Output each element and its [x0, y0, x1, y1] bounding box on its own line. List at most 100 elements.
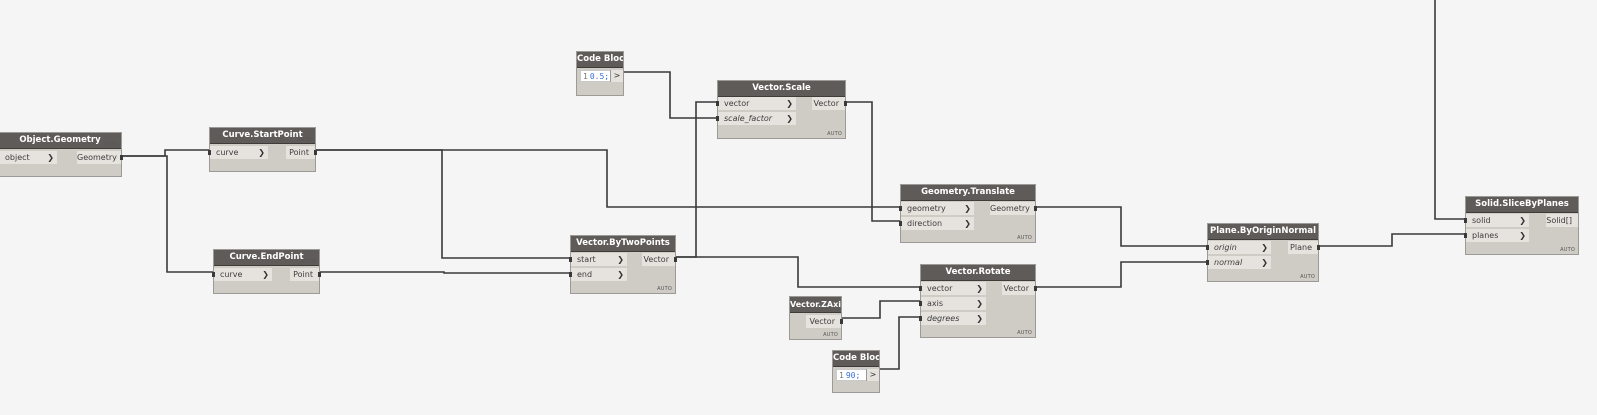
port-connector[interactable] — [1464, 218, 1467, 223]
input-port-origin[interactable]: origin ❯ — [1206, 241, 1271, 254]
input-port-vector[interactable]: vector ❯ — [919, 282, 986, 295]
input-port-normal[interactable]: normal ❯ — [1206, 256, 1271, 269]
output-port-vector[interactable]: Vector — [1002, 282, 1037, 295]
port-label: Vector — [813, 99, 840, 108]
node-solid-slicebyplanes[interactable]: Solid.SliceByPlanes solid ❯ planes ❯ Sol… — [1464, 196, 1579, 255]
port-label: solid — [1472, 216, 1491, 225]
input-port-degrees[interactable]: degrees ❯ — [919, 312, 986, 325]
port-label: geometry — [907, 204, 946, 213]
node-vector-rotate[interactable]: Vector.Rotate vector ❯ axis ❯ degrees ❯ … — [919, 264, 1037, 338]
chevron-right-icon: ❯ — [786, 114, 793, 123]
node-title: Solid.SliceByPlanes — [1466, 197, 1578, 213]
port-connector[interactable] — [840, 319, 843, 324]
node-title: Vector.Rotate — [921, 265, 1035, 281]
input-port-curve[interactable]: curve ❯ — [212, 268, 272, 281]
node-title: Code Block — [577, 52, 623, 68]
code-output-port[interactable]: > — [866, 369, 879, 381]
port-connector[interactable] — [314, 150, 317, 155]
output-port-geometry[interactable]: Geometry — [77, 151, 123, 164]
port-connector[interactable] — [212, 272, 215, 277]
wire-geometry-to-startpoint — [122, 149, 210, 157]
port-connector[interactable] — [844, 101, 847, 106]
node-title: Code Block — [833, 351, 879, 367]
port-connector[interactable] — [674, 257, 677, 262]
node-title: Plane.ByOriginNormal — [1208, 224, 1318, 240]
lacing-label: AUTO — [1560, 247, 1575, 253]
input-port-start[interactable]: start ❯ — [569, 253, 627, 266]
port-label: normal — [1214, 258, 1243, 267]
port-label: Geometry — [990, 204, 1030, 213]
code-text[interactable]: 90; — [845, 371, 861, 380]
output-port-point[interactable]: Point — [286, 146, 317, 159]
lacing-label: AUTO — [823, 332, 838, 338]
input-port-scale-factor[interactable]: scale_factor ❯ — [716, 112, 796, 125]
node-plane-byoriginnormal[interactable]: Plane.ByOriginNormal origin ❯ normal ❯ P… — [1206, 223, 1320, 282]
input-port-object[interactable]: object ❯ — [0, 151, 57, 164]
port-connector[interactable] — [1034, 206, 1037, 211]
input-port-geometry[interactable]: geometry ❯ — [899, 202, 974, 215]
wire-startpoint-to-start — [316, 149, 570, 259]
port-connector[interactable] — [716, 101, 719, 106]
output-port-plane[interactable]: Plane — [1288, 241, 1320, 254]
port-connector[interactable] — [1464, 233, 1467, 238]
input-port-solid[interactable]: solid ❯ — [1464, 214, 1529, 227]
lacing-label: AUTO — [657, 286, 672, 292]
node-vector-scale[interactable]: Vector.Scale vector ❯ scale_factor ❯ Vec… — [716, 80, 847, 139]
wire-top-to-solid — [1434, 0, 1465, 220]
node-code-block[interactable]: Code Block 10.5; > — [576, 51, 624, 96]
port-connector[interactable] — [1317, 245, 1320, 250]
port-label: Vector — [1003, 284, 1030, 293]
port-connector[interactable] — [899, 206, 902, 211]
chevron-right-icon: ❯ — [1519, 231, 1526, 240]
output-port-point[interactable]: Point — [290, 268, 321, 281]
port-connector[interactable] — [569, 257, 572, 262]
port-label: vector — [724, 99, 750, 108]
port-connector[interactable] — [120, 155, 123, 160]
port-connector[interactable] — [569, 272, 572, 277]
lacing-label: AUTO — [301, 259, 316, 265]
line-number: 1 — [583, 72, 588, 81]
port-connector[interactable] — [318, 272, 321, 277]
port-connector[interactable] — [1206, 260, 1209, 265]
code-text[interactable]: 0.5; — [589, 72, 610, 81]
port-connector[interactable] — [1034, 286, 1037, 291]
input-port-end[interactable]: end ❯ — [569, 268, 627, 281]
output-port-vector[interactable]: Vector — [806, 315, 843, 328]
port-connector[interactable] — [919, 316, 922, 321]
node-curve-startpoint[interactable]: Curve.StartPoint curve ❯ Point AUTO — [208, 127, 317, 172]
port-connector[interactable] — [919, 301, 922, 306]
port-label: Vector — [809, 317, 836, 326]
wire-translate-to-origin — [1036, 206, 1207, 247]
port-label: planes — [1472, 231, 1499, 240]
port-label: Plane — [1290, 243, 1312, 252]
node-code-block[interactable]: Code Block 190; > — [832, 350, 880, 393]
output-port-geometry[interactable]: Geometry — [990, 202, 1037, 215]
node-vector-bytwopoints[interactable]: Vector.ByTwoPoints start ❯ end ❯ Vector … — [569, 235, 677, 294]
node-object-geometry[interactable]: Object.Geometry object ❯ Geometry AUTO — [0, 132, 123, 177]
node-title: Object.Geometry — [0, 133, 121, 149]
input-port-axis[interactable]: axis ❯ — [919, 297, 986, 310]
output-port-solid-list[interactable]: Solid[] — [1546, 214, 1578, 227]
port-connector[interactable] — [919, 286, 922, 291]
port-connector[interactable] — [208, 150, 211, 155]
chevron-right-icon: ❯ — [1519, 216, 1526, 225]
chevron-right-icon: ❯ — [964, 204, 971, 213]
input-port-planes[interactable]: planes ❯ — [1464, 229, 1529, 242]
lacing-label: AUTO — [103, 142, 118, 148]
port-connector[interactable] — [1206, 245, 1209, 250]
code-output-port[interactable]: > — [610, 70, 623, 82]
port-connector[interactable] — [716, 116, 719, 121]
input-port-vector[interactable]: vector ❯ — [716, 97, 796, 110]
port-label: curve — [216, 148, 239, 157]
output-port-vector[interactable]: Vector — [812, 97, 847, 110]
node-geometry-translate[interactable]: Geometry.Translate geometry ❯ direction … — [899, 184, 1037, 243]
port-connector[interactable] — [899, 221, 902, 226]
node-curve-endpoint[interactable]: Curve.EndPoint curve ❯ Point AUTO — [212, 249, 321, 294]
input-port-curve[interactable]: curve ❯ — [208, 146, 268, 159]
output-port-vector[interactable]: Vector — [642, 253, 677, 266]
node-vector-zaxis[interactable]: Vector.ZAxis Vector AUTO — [789, 296, 843, 340]
input-port-direction[interactable]: direction ❯ — [899, 217, 974, 230]
